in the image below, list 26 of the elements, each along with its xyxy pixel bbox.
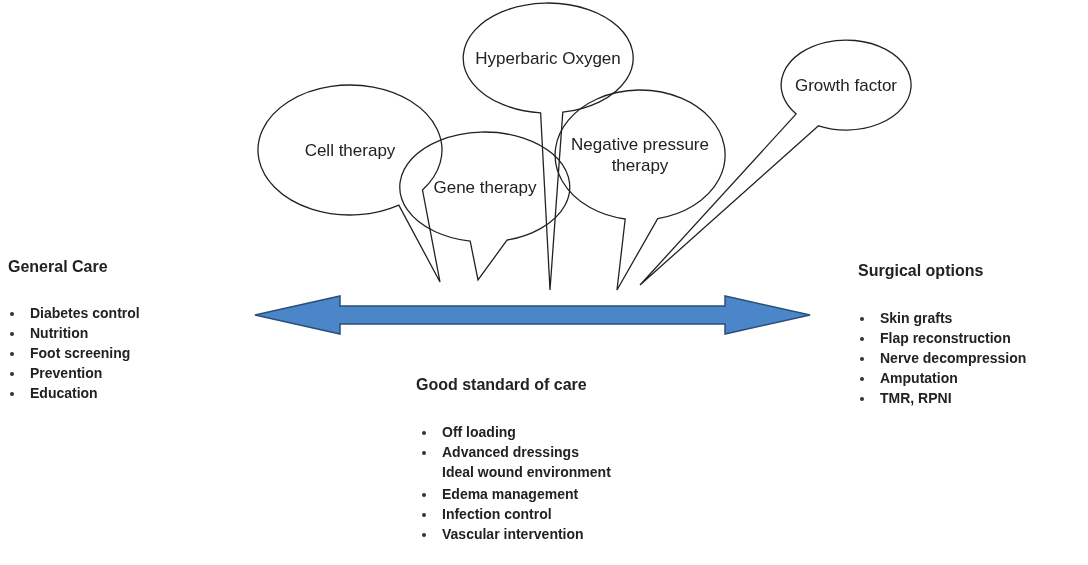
- bubble-label: Hyperbaric Oxygen: [475, 47, 621, 69]
- list-item: Nerve decompression: [880, 350, 1027, 366]
- bubble-label: Growth factor: [793, 74, 898, 96]
- section-heading: Good standard of care: [416, 376, 587, 394]
- bubble-label: Negative pressure therapy: [570, 134, 710, 176]
- list-item: Skin grafts: [880, 310, 953, 326]
- list-item: TMR, RPNI: [880, 390, 952, 406]
- list-item: Infection control: [442, 506, 552, 522]
- list-item: Edema management: [442, 486, 579, 502]
- list-item: Off loading: [442, 424, 516, 440]
- list-item: Advanced dressings: [442, 444, 579, 460]
- list-item: Ideal wound environment: [442, 464, 611, 480]
- list-item: Prevention: [30, 365, 103, 381]
- bubble-label: Gene therapy: [432, 176, 538, 198]
- list-item: Diabetes control: [30, 305, 140, 321]
- list-item: Flap reconstruction: [880, 330, 1011, 346]
- list-item: Education: [30, 385, 98, 401]
- section-heading: Surgical options: [858, 262, 984, 280]
- bubble-label: Cell therapy: [303, 139, 397, 161]
- section-heading: General Care: [8, 258, 108, 276]
- list-item: Nutrition: [30, 325, 89, 341]
- list-item: Amputation: [880, 370, 958, 386]
- speech-bubble: [555, 90, 725, 290]
- list-item: Foot screening: [30, 345, 131, 361]
- speech-bubble: [400, 132, 570, 280]
- list-item: Vascular intervention: [442, 526, 584, 542]
